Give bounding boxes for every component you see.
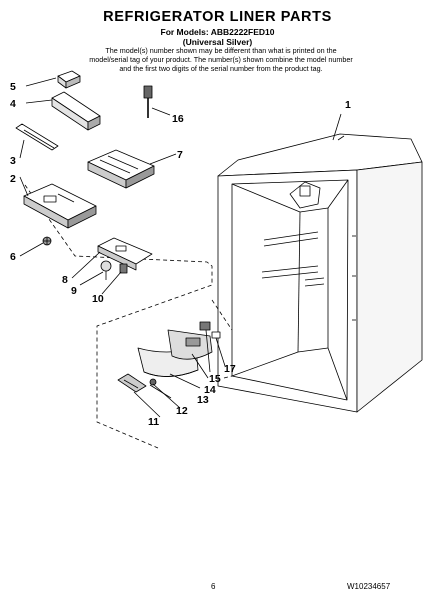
- part-2: [23, 183, 97, 229]
- callout-3: 3: [10, 155, 16, 167]
- callout-14: 14: [204, 384, 216, 396]
- part-14: [167, 329, 213, 360]
- part-10: [119, 263, 128, 274]
- part-4: [51, 91, 101, 131]
- callout-7: 7: [177, 149, 183, 161]
- page-number: 6: [211, 582, 216, 591]
- callout-4: 4: [10, 98, 16, 110]
- callout-11: 11: [148, 416, 159, 428]
- callout-1: 1: [345, 99, 351, 111]
- part-11: [117, 373, 147, 393]
- part-3: [15, 123, 59, 151]
- callout-6: 6: [10, 251, 16, 263]
- part-5: [57, 70, 81, 89]
- callout-2: 2: [10, 173, 16, 185]
- callout-17: 17: [224, 363, 236, 375]
- part-liner: [217, 133, 423, 413]
- callout-9: 9: [71, 285, 77, 297]
- callout-10: 10: [92, 293, 104, 305]
- model-variant: (Universal Silver): [182, 37, 253, 47]
- callout-12: 12: [176, 405, 188, 417]
- callout-13: 13: [197, 394, 209, 406]
- model-notice: The model(s) number shown may be differe…: [89, 46, 353, 73]
- callout-5: 5: [10, 81, 16, 93]
- part-9: [100, 260, 112, 280]
- model-number: For Models: ABB2222FED10: [160, 27, 275, 37]
- callout-15: 15: [209, 373, 221, 385]
- callout-8: 8: [62, 274, 68, 286]
- part-12: [149, 378, 157, 386]
- part-16: [143, 85, 153, 118]
- page-title: REFRIGERATOR LINER PARTS: [103, 9, 332, 25]
- document-code: W10234657: [347, 582, 391, 591]
- part-6: [42, 236, 52, 246]
- part-17: [211, 331, 221, 339]
- part-15: [199, 321, 211, 331]
- callout-16: 16: [172, 113, 184, 125]
- part-7: [87, 149, 155, 189]
